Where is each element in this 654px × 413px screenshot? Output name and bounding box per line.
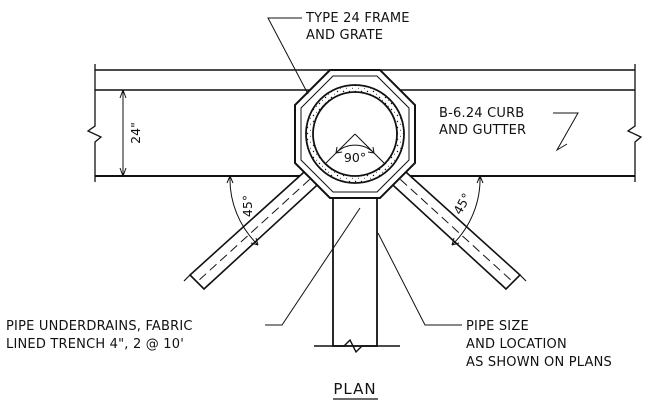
outlet-pipe xyxy=(314,195,400,354)
angle-45-right-label: 45° xyxy=(450,190,474,217)
angle-90-marker xyxy=(325,133,385,164)
pipe-label-line2: AND LOCATION xyxy=(466,337,567,352)
underdrain-label-line2: LINED TRENCH 4", 2 @ 10' xyxy=(6,337,184,352)
pipe-leader xyxy=(377,232,462,326)
pipe-label-line1: PIPE SIZE xyxy=(466,319,529,334)
underdrain-trench-right xyxy=(381,162,527,291)
angle-45-right-marker xyxy=(451,175,484,246)
frame-inner-octagon xyxy=(300,75,410,193)
frame-leader xyxy=(267,17,309,95)
curb-label-line1: B-6.24 CURB xyxy=(439,106,524,121)
view-title: PLAN xyxy=(333,380,376,398)
frame-label-line2: AND GRATE xyxy=(306,28,383,43)
angle-45-left-label: 45° xyxy=(240,195,255,217)
curb-label-line2: AND GUTTER xyxy=(439,123,526,138)
width-dimension xyxy=(119,89,127,177)
underdrain-trench-left xyxy=(183,162,329,291)
underdrain-leader xyxy=(265,207,361,326)
leader-lines xyxy=(265,17,579,326)
angle-45-left-marker xyxy=(226,175,259,246)
frame-label-line1: TYPE 24 FRAME xyxy=(305,11,410,26)
width-dimension-label: 24" xyxy=(128,122,143,144)
curb-leader xyxy=(553,112,579,152)
break-line-right xyxy=(626,64,643,182)
underdrain-label-line1: PIPE UNDERDRAINS, FABRIC xyxy=(6,319,193,334)
break-line-left xyxy=(86,64,103,182)
pipe-label-line3: AS SHOWN ON PLANS xyxy=(466,355,612,370)
angle-90-label: 90° xyxy=(344,150,366,165)
